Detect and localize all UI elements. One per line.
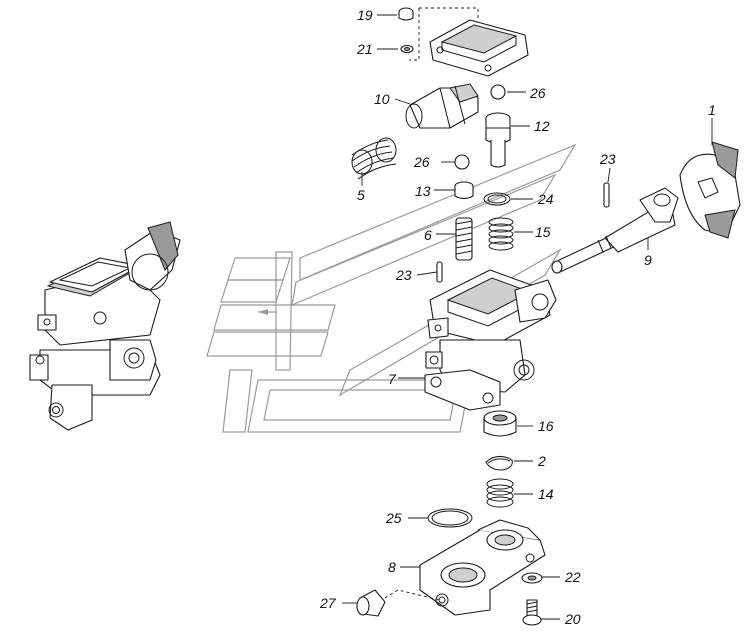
part-21-washer [400,44,414,54]
callout-24: 24 [537,191,554,207]
callout-27: 27 [319,595,337,611]
callout-15: 15 [535,224,551,240]
callout-23-lower: 23 [395,267,412,283]
watermark-logo [206,143,577,433]
assembled-valve-left [29,221,181,431]
callout-14: 14 [538,486,554,502]
callout-12: 12 [534,118,550,134]
callout-labels: 19 21 10 26 12 1 5 26 23 13 24 6 15 9 23… [319,7,716,627]
callout-23-upper: 23 [599,151,616,167]
part-8-lower-body [419,519,546,616]
part-27-plug [356,589,386,617]
part-7-body [424,269,557,411]
part-15-spring [488,217,514,251]
part-12-plunger [485,112,511,168]
part-10-fitting [405,83,479,129]
part-19-screw [398,7,414,21]
callout-26-lower: 26 [413,154,430,170]
leader-lines [342,14,713,620]
callout-16: 16 [538,418,554,434]
callout-22: 22 [564,569,581,585]
callout-2: 2 [537,453,546,469]
callout-19: 19 [357,7,373,23]
part-2-circlip [485,456,513,471]
part-22-washer [521,572,543,584]
callout-8: 8 [388,559,396,575]
part-25-oring [427,508,473,528]
callout-9: 9 [644,252,652,268]
callout-5: 5 [357,187,365,203]
callout-10: 10 [374,91,390,107]
callout-20: 20 [564,611,581,627]
part-5-spring [351,137,397,180]
part-cover-plate [429,19,529,77]
part-14-spring [486,478,514,508]
part-16-seal [483,410,517,437]
callout-6: 6 [424,227,432,243]
part-20-bolt [522,599,542,626]
part-23-pin-lower [436,261,443,283]
part-1-lever [679,141,741,239]
part-26-ball-lower [454,154,470,170]
callout-13: 13 [415,183,431,199]
part-23-pin-upper [603,182,610,208]
part-6-spring [455,217,473,261]
part-26-ball-upper [490,84,506,100]
callout-1: 1 [708,102,716,118]
callout-7: 7 [388,371,397,387]
part-24-oring [483,192,511,206]
callout-25: 25 [385,510,402,526]
part-13-sleeve [454,181,474,200]
callout-26-upper: 26 [529,85,546,101]
part-9-shaft [551,187,679,274]
callout-21: 21 [356,41,373,57]
